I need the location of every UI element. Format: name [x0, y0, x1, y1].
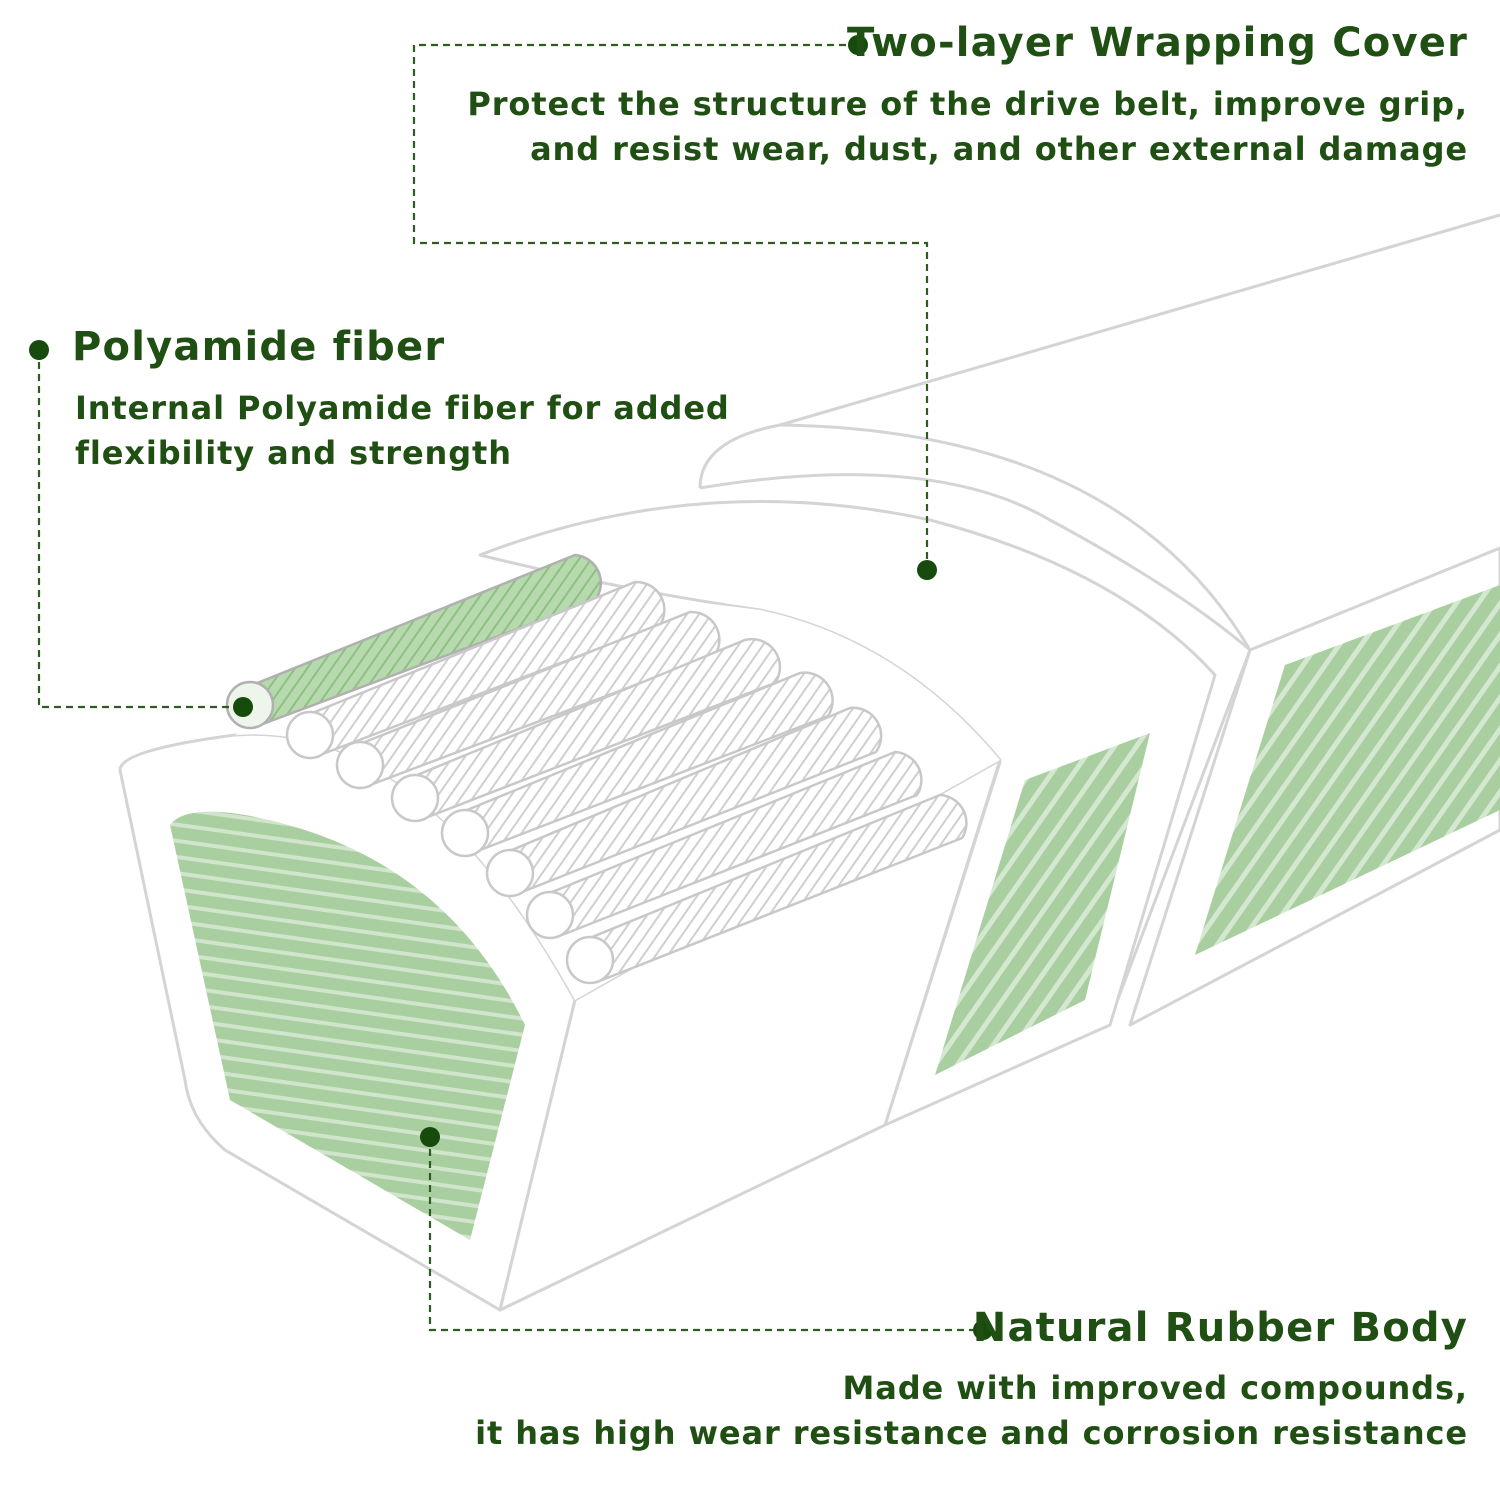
rubber-body-title: Natural Rubber Body: [972, 1305, 1468, 1351]
cord-8: [565, 793, 968, 985]
dot-polyamide-anchor: [233, 697, 253, 717]
wrapping-cover-desc-line1: Protect the structure of the drive belt,…: [467, 85, 1468, 123]
belt-far-section: [1108, 546, 1500, 1027]
polyamide-fiber-title: Polyamide fiber: [72, 324, 446, 370]
callout-leaders: [37, 43, 983, 1332]
dot-wrapping-cover-anchor: [917, 560, 937, 580]
leader-rubber-body: [428, 1137, 983, 1332]
dot-rubber-anchor: [420, 1127, 440, 1147]
rubber-body-desc-line1: Made with improved compounds,: [842, 1369, 1468, 1407]
cord-4: [390, 637, 782, 823]
polyamide-fiber-desc-line2: flexibility and strength: [75, 434, 512, 472]
cord-7: [525, 750, 923, 940]
polyamide-fiber-desc-line1: Internal Polyamide fiber for added: [75, 389, 730, 427]
callout-dots: [29, 35, 993, 1340]
cord-6: [485, 706, 883, 898]
wrapping-cover-desc-line2: and resist wear, dust, and other externa…: [530, 130, 1468, 168]
middle-rubber-section: [935, 733, 1150, 1075]
dot-polyamide-label: [29, 340, 49, 360]
belt-top-surface: [698, 213, 1500, 652]
wrapping-cover-title: Two-layer Wrapping Cover: [847, 20, 1468, 66]
dot-rubber-label: [973, 1320, 993, 1340]
cord-2: [285, 580, 666, 760]
cord-5: [440, 671, 834, 858]
dot-wrapping-cover-label: [848, 35, 868, 55]
polyamide-cords: [225, 553, 968, 985]
leader-wrapping-cover: [412, 43, 929, 570]
rubber-body-desc-line2: it has high wear resistance and corrosio…: [475, 1414, 1468, 1452]
leader-polyamide-fiber: [37, 350, 243, 709]
